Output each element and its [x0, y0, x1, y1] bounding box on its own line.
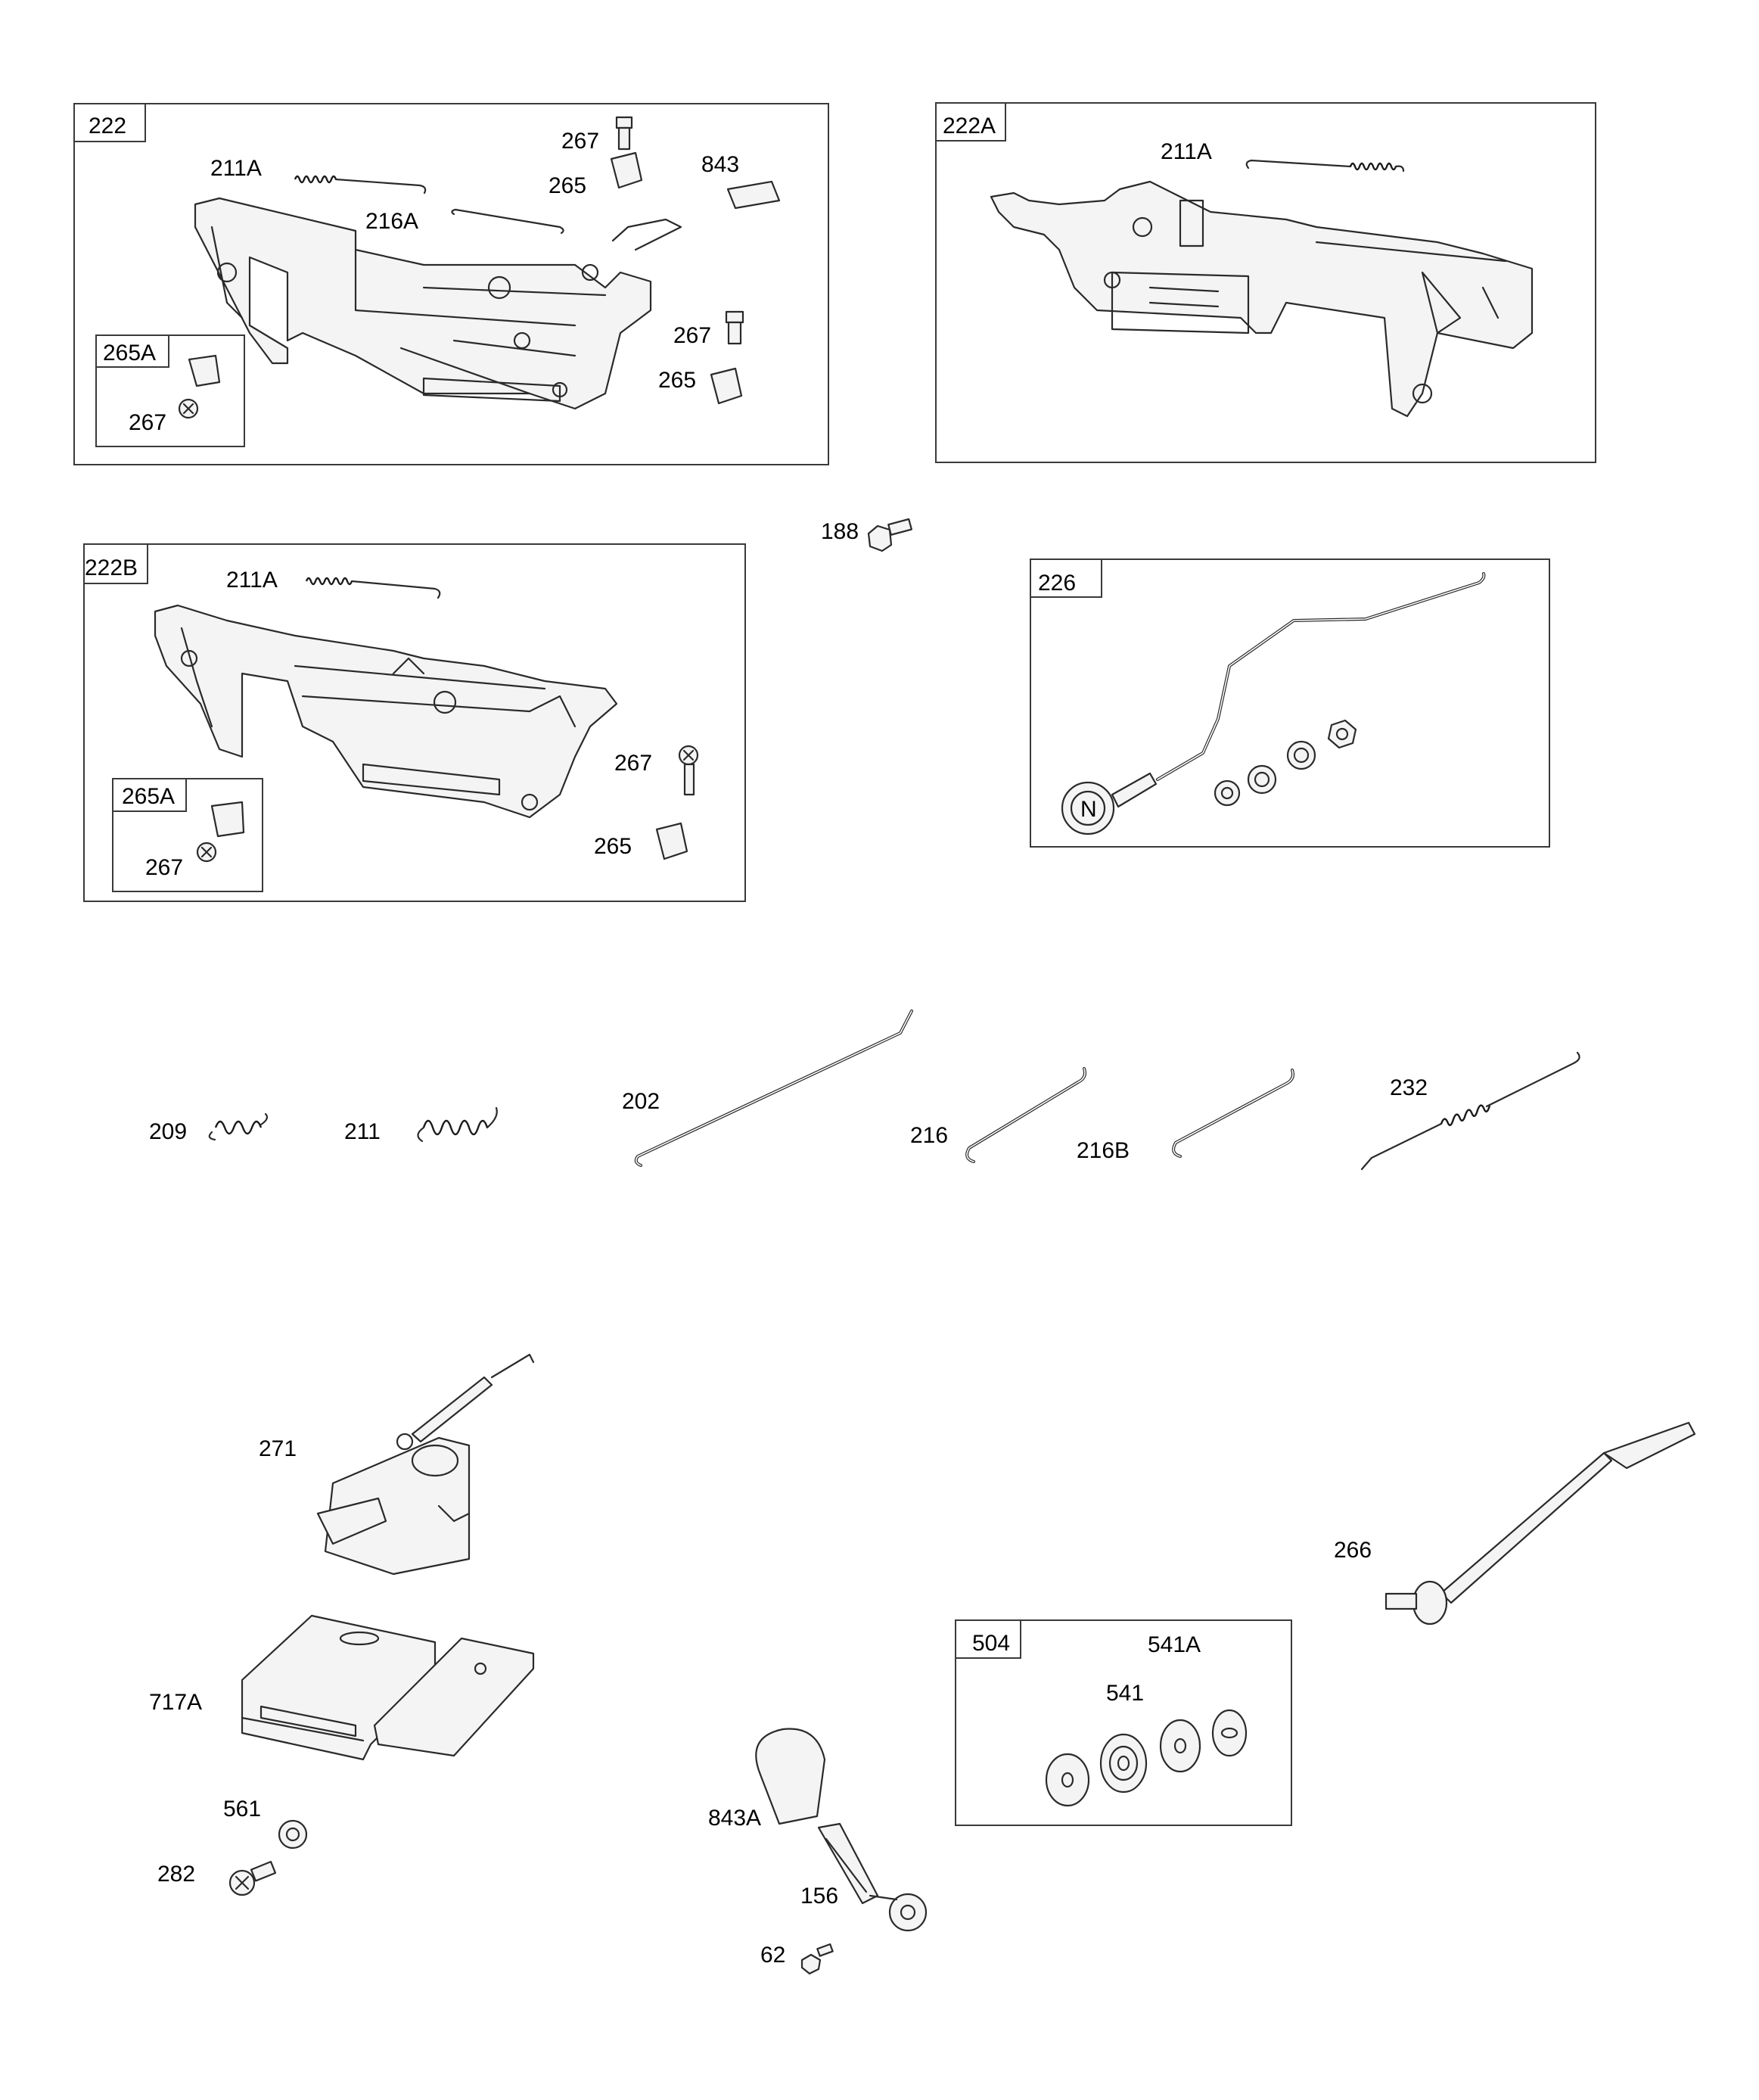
link-216-icon	[965, 1067, 1086, 1163]
clip-265a-icon	[188, 354, 221, 387]
callout-211a: 211A	[226, 568, 278, 593]
lock-washer-icon	[1286, 740, 1316, 770]
callout-561: 561	[223, 1797, 261, 1822]
bolt-188-icon	[867, 518, 912, 552]
throttle-control-271-icon	[316, 1353, 535, 1576]
group-222: 222	[73, 103, 829, 465]
callout-843a: 843A	[708, 1806, 761, 1831]
callout-267: 267	[145, 855, 183, 880]
group-tag-226: 226	[1038, 571, 1076, 596]
washer-541a-icon	[1211, 1709, 1248, 1757]
group-tag-222a: 222A	[943, 114, 996, 138]
screw-267-icon	[178, 398, 199, 419]
nut-icon	[1327, 719, 1357, 749]
callout-267: 267	[614, 751, 652, 776]
lock-washer-icon	[1247, 764, 1277, 795]
group-tag-222: 222	[89, 114, 126, 138]
governor-bracket-assembly	[990, 180, 1534, 418]
screw-267-icon	[725, 310, 744, 345]
shaft-266-icon	[1385, 1421, 1696, 1626]
callout-541: 541	[1106, 1681, 1144, 1706]
callout-267: 267	[561, 129, 599, 154]
group-504: 504 541A 541	[955, 1619, 1292, 1826]
screw-267-icon	[615, 116, 633, 151]
callout-211: 211	[344, 1119, 381, 1144]
link-202-icon	[634, 1010, 913, 1167]
washer-icon	[1159, 1719, 1201, 1773]
callout-282: 282	[157, 1862, 195, 1887]
callout-211a: 211A	[210, 156, 262, 181]
group-tag-504: 504	[972, 1631, 1010, 1656]
group-tag-265a: 265A	[122, 784, 175, 809]
governor-bracket-assembly	[154, 604, 618, 819]
group-tag-265a: 265A	[103, 341, 156, 366]
spring-209-icon	[208, 1112, 269, 1141]
link-216b-icon	[1172, 1069, 1294, 1158]
callout-232: 232	[1390, 1075, 1428, 1100]
screw-282-icon	[228, 1860, 277, 1896]
governor-bracket-assembly	[194, 197, 682, 410]
clip-265a-icon	[210, 801, 245, 838]
group-222b: 222B 211A 267 265 2	[83, 543, 746, 902]
choke-rod-icon	[1156, 572, 1486, 781]
spring-211a-icon	[294, 175, 427, 194]
callout-843: 843	[701, 152, 739, 177]
spring-211a-icon	[1245, 159, 1405, 173]
callout-267: 267	[129, 410, 166, 435]
callout-209: 209	[149, 1119, 187, 1144]
lever-156-icon	[817, 1822, 928, 1932]
callout-271: 271	[259, 1436, 297, 1461]
callout-216b: 216B	[1077, 1138, 1130, 1163]
callout-267: 267	[673, 323, 711, 348]
callout-265: 265	[594, 834, 632, 859]
inset-265a: 265A 267	[95, 334, 245, 447]
callout-211a: 211A	[1161, 139, 1212, 164]
screw-62-icon	[800, 1943, 834, 1975]
callout-266: 266	[1334, 1538, 1372, 1563]
cap-843a-icon	[755, 1728, 826, 1825]
group-226: 226 N	[1030, 558, 1550, 848]
callout-265: 265	[549, 173, 586, 198]
grommet-541-icon	[1099, 1733, 1148, 1794]
clip-265-icon	[710, 367, 743, 405]
callout-202: 202	[622, 1089, 660, 1114]
clip-265-icon	[655, 822, 688, 860]
nut-icon	[1214, 779, 1241, 807]
nut-561-icon	[278, 1819, 308, 1850]
spring-211-icon	[417, 1106, 498, 1143]
choke-knob-icon: N	[1061, 772, 1158, 835]
inset-265a: 265A 267	[112, 778, 263, 892]
group-222a: 222A 211A	[935, 102, 1596, 463]
screw-267-icon	[196, 842, 217, 863]
screw-267-icon	[678, 745, 699, 796]
spring-232-icon	[1360, 1051, 1580, 1171]
spring-211a-icon	[305, 577, 441, 599]
washer-icon	[1045, 1753, 1090, 1807]
callout-541a: 541A	[1148, 1632, 1201, 1657]
callout-188: 188	[821, 519, 859, 544]
callout-216a: 216A	[365, 209, 418, 234]
callout-717a: 717A	[149, 1690, 202, 1715]
link-216a-icon	[451, 208, 564, 235]
callout-62: 62	[760, 1943, 785, 1968]
group-tag-222b: 222B	[85, 555, 138, 580]
bracket-717a-icon	[241, 1614, 535, 1761]
callout-265: 265	[658, 368, 696, 393]
svg-text:N: N	[1080, 797, 1097, 822]
part-843-icon	[726, 180, 781, 210]
clip-265-icon	[610, 151, 643, 189]
callout-156: 156	[800, 1884, 838, 1909]
callout-216: 216	[910, 1123, 948, 1148]
